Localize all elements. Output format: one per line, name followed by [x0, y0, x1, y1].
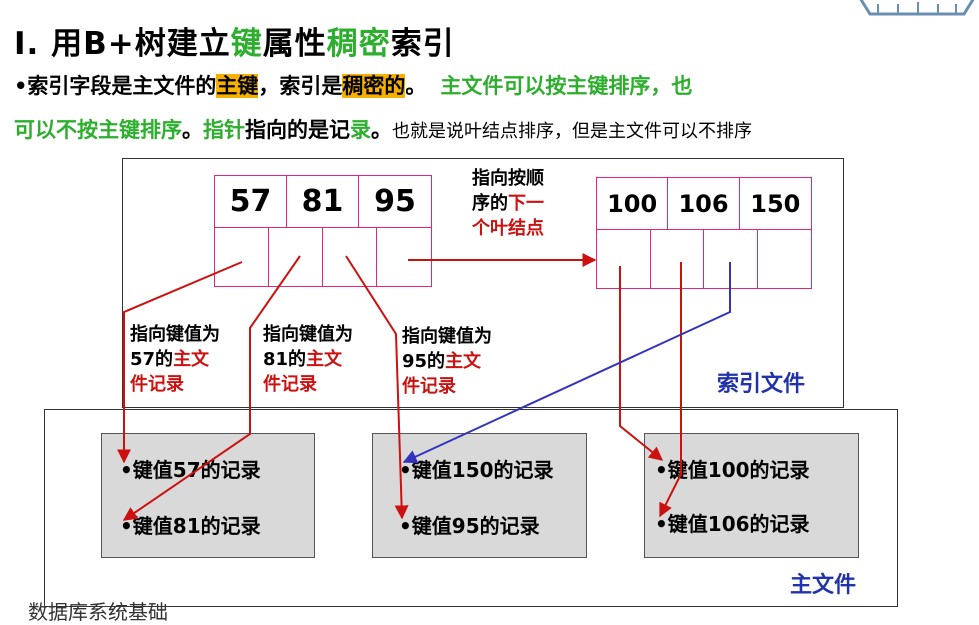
label-line: 指向键值为	[263, 324, 353, 345]
desc-text: 。	[182, 118, 203, 142]
leaf1-key-3: 95	[359, 176, 431, 228]
record-150: •键值150的记录	[399, 458, 554, 482]
record-100: •键值100的记录	[655, 458, 810, 482]
pointer-label-57: 指向键值为 57的主文 件记录	[130, 322, 220, 397]
label-line: 件记录	[263, 374, 317, 395]
slide-title: I. 用B+树建立键属性稠密索引	[14, 18, 455, 63]
leaf1-next-pointer	[377, 228, 431, 286]
record-95: •键值95的记录	[399, 514, 540, 538]
desc-highlight-dense: 稠密的	[342, 74, 406, 98]
desc-text: ，索引是	[258, 74, 343, 98]
leaf2-key-2: 106	[668, 178, 740, 230]
label-red-text: 主文	[173, 349, 210, 370]
next-leaf-label-line: 个叶结点	[472, 218, 544, 239]
label-line: 指向键值为	[402, 326, 492, 347]
index-file-label: 索引文件	[717, 372, 806, 397]
desc-green-pointer: 指针	[203, 118, 245, 142]
label-line: 指向键值为	[130, 324, 220, 345]
leaf2-key-1: 100	[597, 178, 669, 230]
record-106: •键值106的记录	[655, 512, 810, 536]
record-block-1: •键值57的记录 •键值81的记录	[101, 433, 315, 558]
desc-text: •索引字段是主文件的	[14, 74, 217, 98]
next-leaf-label: 指向按顺 序的下一 个叶结点	[472, 166, 544, 241]
title-suffix: 索引	[390, 26, 455, 62]
desc-green-text: 主文件可以按主键排序，也	[440, 74, 693, 98]
label-line: 81的主文	[263, 347, 353, 372]
label-text: 序的	[472, 193, 508, 214]
desc-text: 。	[371, 118, 392, 142]
pointer-label-95: 指向键值为 95的主文 件记录	[402, 324, 492, 399]
leaf-node-1: 57 81 95	[214, 175, 432, 287]
record-81: •键值81的记录	[120, 514, 261, 538]
leaf2-key-3: 150	[739, 178, 811, 230]
leaf2-next-pointer	[758, 230, 812, 288]
desc-green-record: 录	[350, 118, 371, 142]
label-text: 95的	[402, 351, 446, 372]
pointer-label-81: 指向键值为 81的主文 件记录	[263, 322, 353, 397]
label-text: 57的	[130, 349, 174, 370]
main-file-label: 主文件	[790, 573, 857, 598]
desc-green-text: 可以不按主键排序	[14, 118, 182, 142]
label-line: 件记录	[402, 376, 456, 397]
description-line-1: •索引字段是主文件的主键，索引是稠密的。主文件可以按主键排序，也	[14, 70, 692, 100]
desc-highlight-primary-key: 主键	[216, 74, 259, 98]
description-line-2: 可以不按主键排序。指针指向的是记录。也就是说叶结点排序，但是主文件可以不排序	[14, 114, 752, 144]
leaf1-key-1: 57	[215, 176, 287, 228]
next-leaf-label-line: 序的下一	[472, 191, 544, 216]
record-57: •键值57的记录	[120, 458, 261, 482]
label-text: 81的	[263, 349, 307, 370]
label-line: 57的主文	[130, 347, 220, 372]
title-prefix: I. 用B+树建立	[14, 26, 231, 62]
leaf2-pointer-2	[651, 230, 704, 288]
leaf1-pointer-1	[215, 228, 269, 286]
desc-note: 也就是说叶结点排序，但是主文件可以不排序	[392, 121, 752, 142]
title-middle: 属性	[262, 26, 327, 62]
next-leaf-label-line: 指向按顺	[472, 168, 544, 189]
record-block-2: •键值150的记录 •键值95的记录	[372, 433, 587, 558]
leaf1-pointer-2	[269, 228, 323, 286]
leaf1-pointer-3	[323, 228, 377, 286]
university-logo	[859, 0, 975, 16]
title-keyword-dense: 稠密	[326, 26, 391, 62]
label-line: 95的主文	[402, 349, 492, 374]
label-red-text: 主文	[445, 351, 482, 372]
label-red-text: 主文	[306, 349, 343, 370]
label-line: 件记录	[130, 374, 184, 395]
leaf2-pointer-3	[704, 230, 758, 288]
leaf-node-2: 100 106 150	[596, 177, 812, 289]
leaf1-key-2: 81	[287, 176, 359, 228]
desc-text: 指向的是记	[245, 118, 350, 142]
leaf2-pointer-1	[597, 230, 651, 288]
record-block-3: •键值100的记录 •键值106的记录	[644, 433, 859, 558]
footer-text: 数据库系统基础	[28, 600, 168, 624]
desc-text: 。	[405, 74, 427, 98]
title-keyword-key: 键	[230, 26, 263, 62]
label-red-text: 下一	[508, 193, 544, 214]
